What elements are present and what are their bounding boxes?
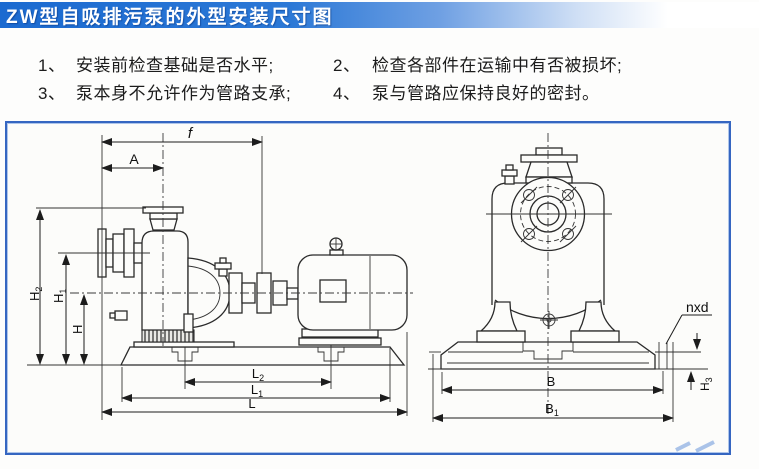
end-base	[428, 341, 708, 370]
leg-foot-pad	[476, 330, 526, 343]
priming-plug	[214, 257, 232, 277]
drain-slot	[183, 313, 194, 333]
dim-label-f: f	[188, 125, 194, 142]
support-leg	[577, 301, 617, 332]
page-title: ZW型自吸排污泵的外型安装尺寸图	[6, 6, 334, 28]
watermark	[675, 440, 715, 453]
h3-callout: H3	[687, 333, 714, 391]
side-view: f A H2 H1 H L2 L1 L	[27, 125, 413, 420]
drain-cock-knob	[109, 312, 116, 319]
dim-label-H3: H3	[698, 377, 714, 391]
drain-cock	[114, 310, 128, 321]
dim-label-L: L	[248, 396, 255, 411]
anchor-bolt-symbol	[540, 311, 558, 329]
note-1-num: 1、	[38, 56, 66, 75]
leg-foot-pad	[570, 330, 620, 343]
note-1-text: 安装前检查基础是否水平;	[76, 56, 274, 75]
terminal-box	[319, 279, 347, 303]
nxd-callout: nxd	[665, 299, 712, 345]
side-view-dimensions: f A H2 H1 H L2 L1 L	[27, 125, 408, 420]
title-bar: ZW型自吸排污泵的外型安装尺寸图	[0, 2, 759, 28]
pump-body	[141, 230, 189, 331]
bedplate	[27, 337, 406, 389]
dim-label-H1: H1	[51, 289, 68, 303]
motor-support-plate	[298, 337, 382, 346]
suction-flange-face	[486, 176, 612, 252]
dim-label-nxd: nxd	[686, 299, 709, 315]
end-view: B B1 nxd H3	[428, 133, 714, 422]
dim-label-H: H	[70, 325, 85, 334]
lifting-eye	[329, 237, 344, 256]
note-4-num: 4、	[333, 84, 361, 103]
note-3-num: 3、	[38, 84, 66, 103]
dim-label-L1: L1	[251, 382, 263, 399]
motor	[297, 237, 408, 338]
dim-label-L2: L2	[252, 366, 264, 383]
dim-label-H2: H2	[27, 287, 44, 301]
dim-label-B1: B1	[545, 401, 559, 418]
dim-label-A: A	[129, 151, 139, 167]
pump-side	[97, 206, 232, 343]
note-4-text: 泵与管路应保持良好的密封。	[372, 84, 600, 103]
note-2-text: 检查各部件在运输中有否被损坏;	[372, 56, 623, 75]
end-view-dimensions: B B1 nxd H3	[432, 299, 714, 422]
support-leg	[479, 301, 519, 332]
motor-body	[297, 254, 408, 331]
vent-plug	[501, 164, 518, 185]
dim-label-B: B	[547, 374, 556, 389]
flange-bolt	[520, 186, 577, 243]
note-3-text: 泵本身不允许作为管路支承;	[76, 84, 292, 103]
pump-support-plate	[133, 341, 235, 348]
note-2-num: 2、	[333, 56, 361, 75]
